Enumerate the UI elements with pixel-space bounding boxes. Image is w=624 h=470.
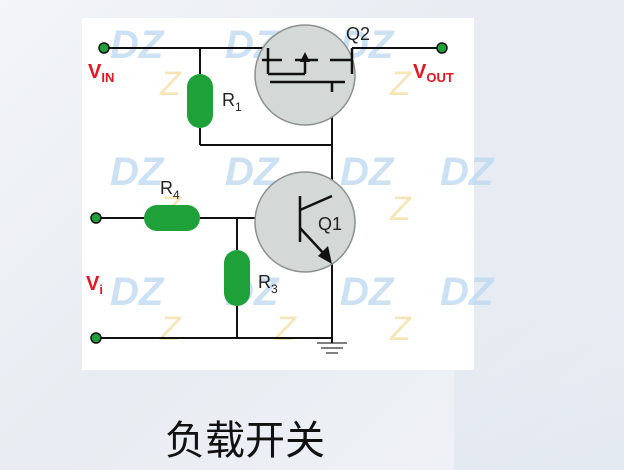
vout-label: VOUT [413, 61, 454, 85]
svg-text:Z: Z [159, 65, 182, 103]
resistor-r4-label: R [160, 178, 173, 198]
svg-text:R1: R1 [222, 90, 242, 114]
vin-label: VIN [88, 61, 114, 85]
svg-text:Z: Z [389, 310, 412, 348]
terminal-vin [98, 42, 110, 54]
resistor-r1-sub: 1 [235, 100, 242, 114]
svg-text:Z: Z [389, 65, 412, 103]
watermark: DZ DZ DZ DZ DZ DZ DZ DZ DZ DZ DZ Z Z Z Z… [110, 23, 495, 348]
resistor-r1: R1 [187, 74, 242, 128]
watermark-text: DZ [110, 270, 165, 314]
ground-icon [317, 338, 347, 354]
watermark-text: DZ [340, 150, 395, 194]
caption: 负载开关 [165, 418, 325, 464]
svg-text:R4: R4 [160, 178, 180, 202]
transistor-q2: Q2 [254, 24, 370, 126]
svg-text:R3: R3 [258, 272, 278, 296]
watermark-text: DZ [110, 150, 165, 194]
transistor-q1-label: Q1 [318, 214, 342, 234]
background-gradient [454, 0, 624, 470]
terminal-vout [436, 42, 448, 54]
resistor-r4-sub: 4 [173, 188, 180, 202]
watermark-text: DZ [440, 270, 495, 314]
svg-text:Z: Z [274, 310, 297, 348]
watermark-text: DZ [110, 23, 165, 67]
transistor-q1: Q1 [254, 171, 356, 273]
resistor-r4: R4 [144, 178, 200, 231]
resistor-r3-label: R [258, 272, 271, 292]
resistor-r4-body [144, 205, 200, 231]
watermark-text: DZ [340, 270, 395, 314]
svg-text:Z: Z [389, 190, 412, 228]
arrow-up-icon [300, 52, 310, 62]
resistor-r3: R3 [224, 250, 278, 306]
resistor-r1-body [187, 74, 213, 128]
terminal-vi [90, 212, 102, 224]
vi-label: Vi [86, 273, 103, 297]
arrow-emitter-icon [318, 246, 332, 264]
resistor-r3-sub: 3 [271, 282, 278, 296]
terminal-ground [90, 332, 102, 344]
resistor-r1-label: R [222, 90, 235, 110]
terminals [90, 42, 448, 344]
transistor-q2-label: Q2 [346, 24, 370, 44]
watermark-text: DZ [440, 150, 495, 194]
resistor-r3-body [224, 250, 250, 306]
svg-text:Z: Z [159, 310, 182, 348]
